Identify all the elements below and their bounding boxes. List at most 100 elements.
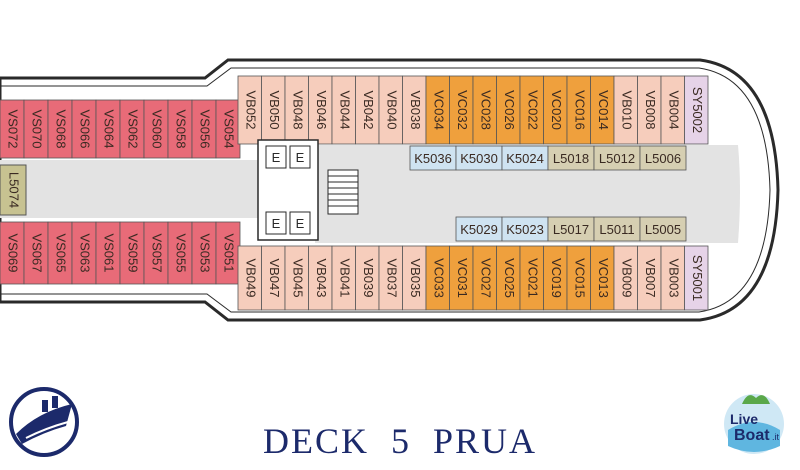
cabin-label: VB045 [290, 258, 305, 297]
cabin-label: VB052 [243, 90, 258, 129]
cabin-label: VC031 [455, 258, 470, 298]
cabin-label: VC014 [596, 90, 611, 130]
cabin-l5017[interactable] [547, 216, 595, 242]
staircase [327, 169, 359, 215]
cabin-label: VS065 [54, 233, 69, 272]
cabin-label: L5011 [599, 222, 634, 237]
cabin-l5011[interactable] [593, 216, 641, 242]
cabin-label: VS060 [150, 109, 165, 148]
elevator-label: E [272, 216, 281, 231]
cabin-vs067[interactable] [23, 221, 49, 285]
cabin-l5018[interactable] [547, 145, 595, 171]
elevators: E E E E [265, 145, 311, 235]
cabin-l5005[interactable] [639, 216, 687, 242]
cabin-label: VB037 [384, 258, 399, 297]
cabin-vs069[interactable] [0, 221, 25, 285]
ship-logo-icon [9, 387, 79, 457]
liveboat-logo-icon: Live Boat .it [724, 394, 784, 454]
cabin-label: VB004 [666, 90, 681, 129]
cabin-label: K5036 [414, 151, 452, 166]
cabin-l5012[interactable] [593, 145, 641, 171]
cabin-label: VB048 [290, 90, 305, 129]
cabin-label: VS051 [222, 233, 237, 272]
cabin-label: VS067 [30, 233, 45, 272]
cabin-label: VS061 [102, 233, 117, 272]
cabin-label: SY5002 [690, 87, 705, 133]
cabin-label: VS062 [126, 109, 141, 148]
cabin-label: L5012 [599, 151, 635, 166]
cabin-label: VB003 [666, 258, 681, 297]
cabin-label: VS070 [30, 109, 45, 148]
corridor [0, 160, 258, 218]
cabin-sy5001[interactable] [684, 245, 709, 311]
elevator-label: E [272, 150, 281, 165]
cabin-vs070[interactable] [23, 99, 49, 159]
cabin-label: VC027 [478, 258, 493, 298]
cabin-vs058[interactable] [167, 99, 193, 159]
cabin-label: VB040 [384, 90, 399, 129]
cabin-label: VB047 [267, 258, 282, 297]
cabin-vs057[interactable] [143, 221, 169, 285]
cabin-vs054[interactable] [215, 99, 241, 159]
cabin-label: K5030 [460, 151, 498, 166]
cabin-label: VB039 [361, 258, 376, 297]
cabin-label: VS072 [6, 109, 21, 148]
cabin-sy5002[interactable] [684, 75, 709, 145]
cabin-label: VB043 [314, 258, 329, 297]
cabin-vs063[interactable] [71, 221, 97, 285]
cabin-label: K5023 [506, 222, 544, 237]
cabin-label: VS059 [126, 233, 141, 272]
cabin-label: VB008 [643, 90, 658, 129]
elevator-label: E [296, 216, 305, 231]
cabin-label: VS068 [54, 109, 69, 148]
logo-text-boat: Boat [734, 427, 770, 444]
cabin-k5036[interactable] [409, 145, 457, 171]
cabin-label: VS069 [6, 233, 21, 272]
cabin-label: VB050 [267, 90, 282, 129]
cabin-label: VC016 [572, 90, 587, 130]
cabin-label: VC033 [431, 258, 446, 298]
cabin-label: VB009 [619, 258, 634, 297]
cabin-label: VS054 [222, 109, 237, 148]
cabin-label: VB035 [408, 258, 423, 297]
cabin-vs060[interactable] [143, 99, 169, 159]
cabin-k5029[interactable] [455, 216, 503, 242]
cabin-label: VB046 [314, 90, 329, 129]
hull-inner-line [0, 67, 771, 313]
cabin-label: VC034 [431, 90, 446, 130]
cabin-label: VB041 [337, 258, 352, 297]
cabin-label: VB044 [337, 90, 352, 129]
cabin-k5024[interactable] [501, 145, 549, 171]
cabin-label: VS057 [150, 233, 165, 272]
cabin-vs064[interactable] [95, 99, 121, 159]
cabin-vs065[interactable] [47, 221, 73, 285]
cabin-l5074[interactable] [0, 164, 27, 216]
cabin-label: VS053 [198, 233, 213, 272]
cabin-label: VB010 [619, 90, 634, 129]
cabin-label: VC021 [525, 258, 540, 298]
cabin-label: VC025 [502, 258, 517, 298]
cabin-vs056[interactable] [191, 99, 217, 159]
cabin-label: L5018 [553, 151, 589, 166]
logo-text-live: Live [730, 411, 758, 427]
cabin-label: VS063 [78, 233, 93, 272]
cabin-vs055[interactable] [167, 221, 193, 285]
cabin-label: VS058 [174, 109, 189, 148]
cabin-vs068[interactable] [47, 99, 73, 159]
cabin-label: VB007 [643, 258, 658, 297]
cabin-label: VC028 [478, 90, 493, 130]
bow-corridor [695, 145, 740, 243]
cabin-label: VB038 [408, 90, 423, 129]
cabin-label: L5005 [645, 222, 681, 237]
cabin-label: VC013 [596, 258, 611, 298]
cabin-label: VC015 [572, 258, 587, 298]
cabin-label: VC020 [549, 90, 564, 130]
cabin-label: K5024 [506, 151, 544, 166]
cabin-vs062[interactable] [119, 99, 145, 159]
cabin-label: VS055 [174, 233, 189, 272]
cabin-label: VC022 [525, 90, 540, 130]
cabin-label: VC032 [455, 90, 470, 130]
cabin-l5006[interactable] [639, 145, 687, 171]
cabin-label: VB042 [361, 90, 376, 129]
